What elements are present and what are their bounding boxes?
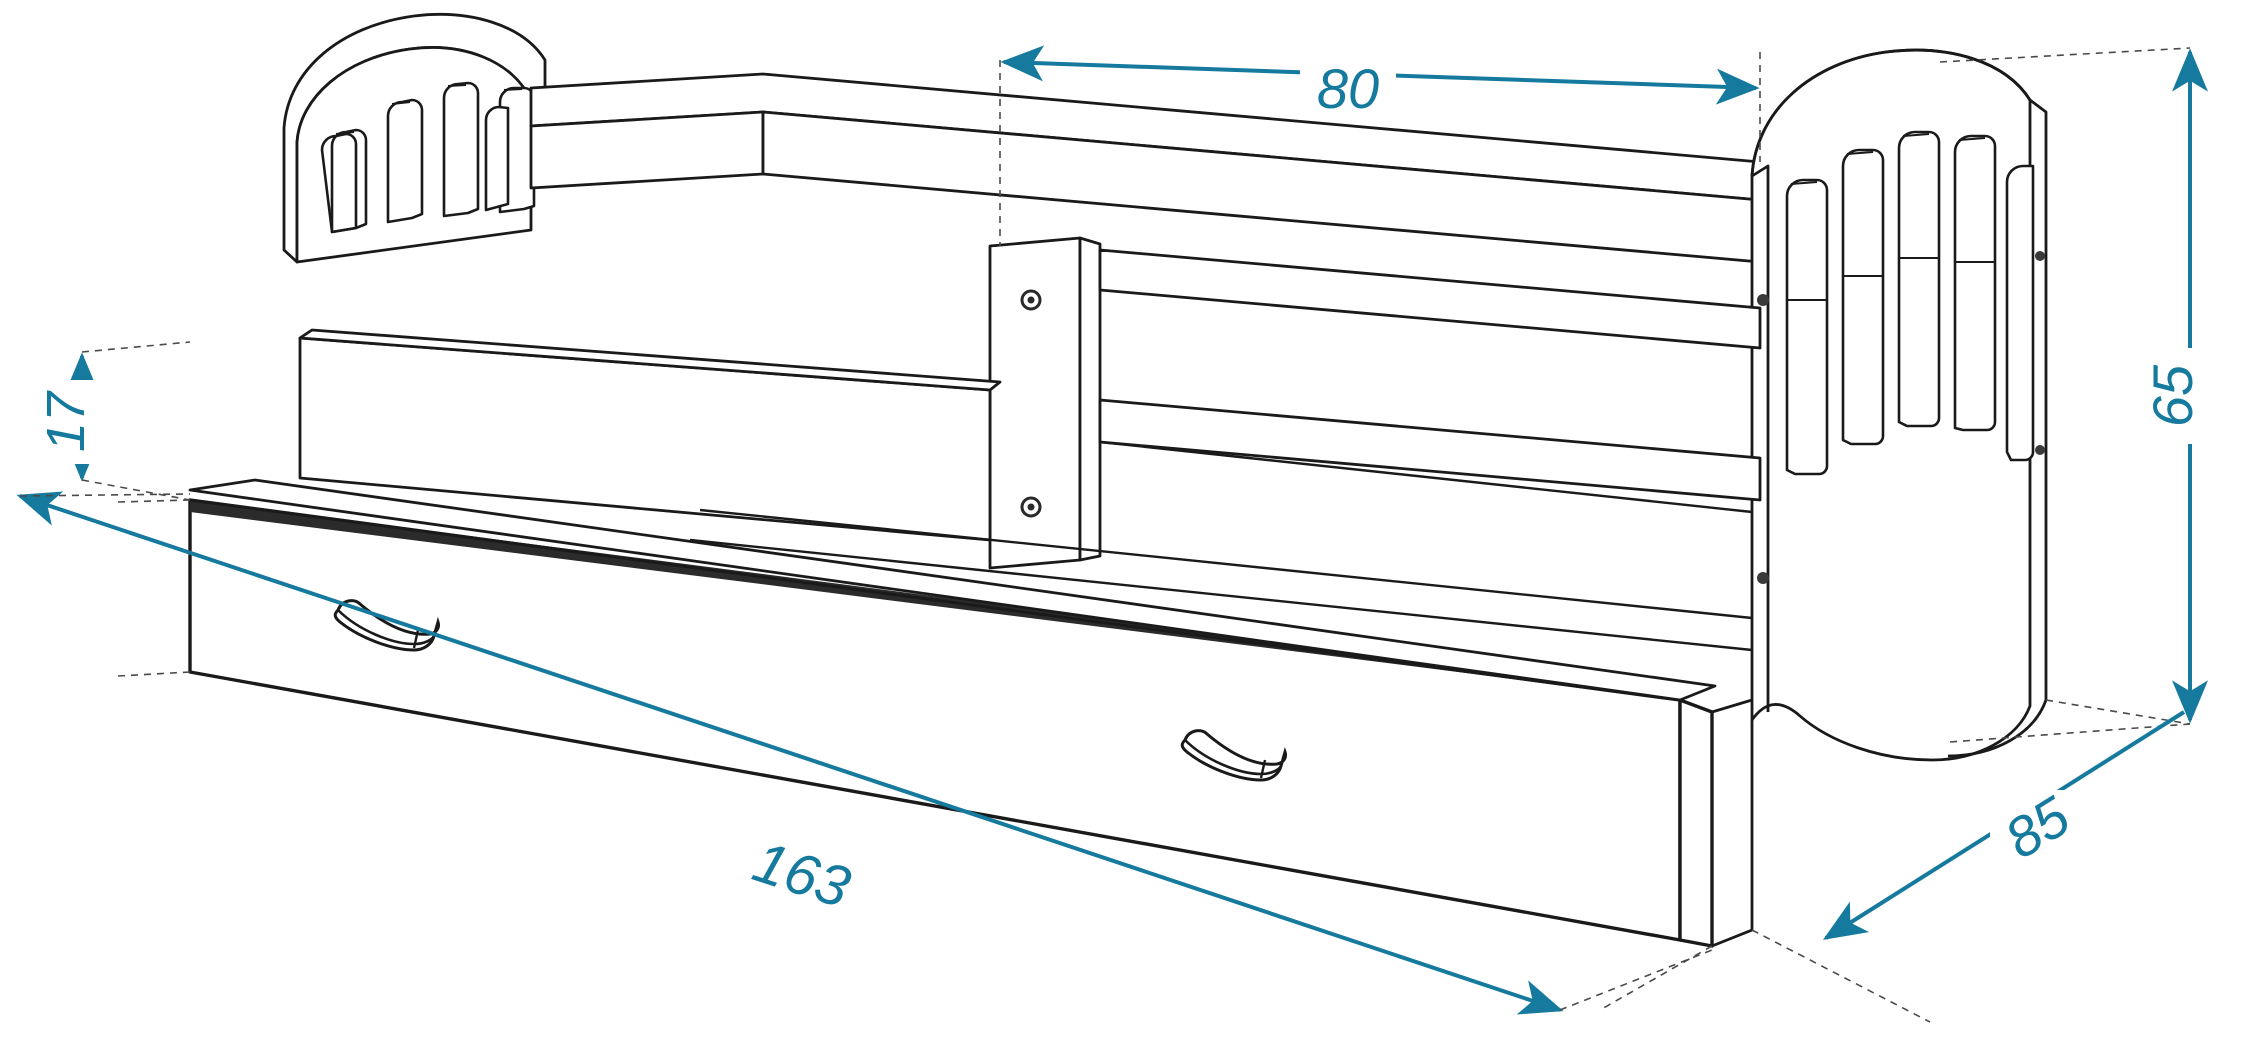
ext-65-bottom [1949, 723, 2191, 743]
dim-85-label-bg [1990, 790, 2120, 866]
ext-85-a [2045, 699, 2191, 725]
safety-rail-post [988, 236, 1102, 570]
dimension-80: 80 [1000, 45, 1760, 120]
headboard-slot-1 [330, 128, 368, 234]
extension-lines [117, 47, 2191, 1023]
headboard-slot-shading [335, 84, 523, 135]
footboard-fixings [1757, 251, 2045, 584]
dimension-85: 85 [1822, 710, 2186, 940]
headboard-slot-1b [320, 132, 358, 234]
headboard-slots [320, 81, 536, 234]
headboard-slot-5 [484, 105, 510, 212]
ext-163-right-a [1599, 945, 1713, 1011]
footboard-slots [1785, 130, 2035, 476]
dimension-163-extensions [19, 493, 1713, 1011]
headboard-slot-3 [442, 81, 480, 218]
dim-163-label-bg [730, 820, 880, 900]
dim-17-label: 17 [36, 390, 96, 452]
footboard-slot-1 [1785, 178, 1829, 476]
footboard-slot-2 [1841, 148, 1885, 446]
bed-side-panel [298, 328, 1002, 542]
dim-17-label-bg [56, 380, 112, 464]
dim-65-label: 65 [2141, 364, 2204, 427]
safety-rail-back [529, 72, 1762, 264]
footboard-slot-shading [1787, 133, 1995, 301]
footboard-slot-3 [1897, 130, 1941, 428]
headboard-slot-2 [386, 98, 424, 224]
dimension-17: 17 [36, 352, 112, 482]
footboard-slot-4 [1953, 134, 1997, 432]
dimension-65: 65 [2141, 48, 2222, 724]
dim-80-label-bg [1300, 50, 1396, 114]
footboard-slot-5 [2005, 164, 2035, 462]
safety-rail-front [1098, 248, 1762, 502]
dim-65-label-bg [2160, 348, 2222, 444]
ext-65-top [1939, 47, 2191, 63]
dim-163-line [16, 491, 1564, 1015]
dim-80-label: 80 [1317, 57, 1379, 120]
dimension-163: 163 [16, 491, 1564, 1015]
